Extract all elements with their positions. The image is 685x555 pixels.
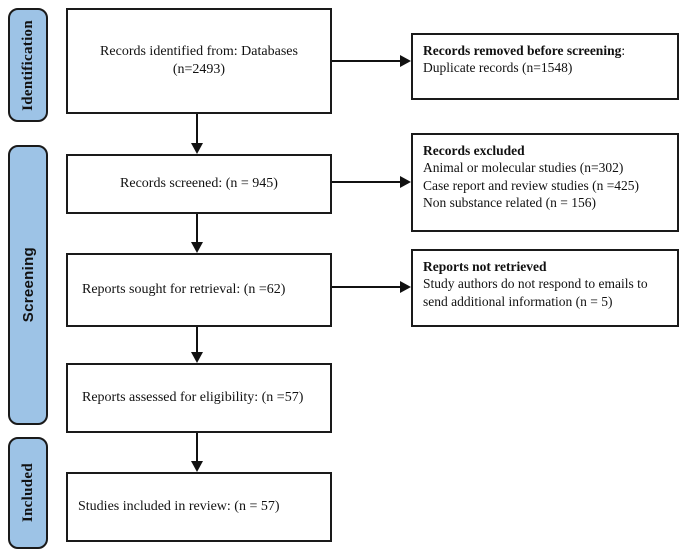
box-records-screened: Records screened: (n = 945) [66,154,332,214]
box-studies-included-text: Studies included in review: (n = 57) [78,498,280,514]
box-records-excluded-line3: Non substance related (n = 156) [423,194,596,210]
arrow-down-icon [191,143,203,154]
arrow-line [196,327,198,355]
arrow-line [332,60,401,62]
stage-identification-label: Identification [19,19,36,111]
box-records-excluded-line2: Case report and review studies (n =425) [423,177,640,193]
box-records-identified: Records identified from: Databases (n=24… [66,8,332,114]
box-records-excluded-line1: Animal or molecular studies (n=302) [423,160,624,176]
arrow-line [332,181,401,183]
box-records-identified-line1: Records identified from: Databases [100,43,298,59]
arrow-down-icon [191,461,203,472]
box-records-identified-line2: (n=2493) [172,62,226,77]
box-records-removed-body: Duplicate records (n=1548) [423,60,573,76]
stage-included-label: Included [19,463,36,523]
stage-screening-label: Screening [19,247,37,323]
box-reports-not-retrieved: Reports not retrieved Study authors do n… [411,249,679,327]
box-records-excluded: Records excluded Animal or molecular stu… [411,133,679,232]
arrow-down-icon [191,352,203,363]
arrow-line [196,214,198,245]
box-records-excluded-title: Records excluded [423,143,525,158]
box-records-screened-text: Records screened: (n = 945) [120,175,278,191]
arrow-right-icon [400,176,411,188]
arrow-right-icon [400,281,411,293]
arrow-right-icon [400,55,411,67]
box-studies-included: Studies included in review: (n = 57) [66,472,332,542]
box-reports-not-retrieved-title: Reports not retrieved [423,259,547,274]
box-records-removed: Records removed before screening: Duplic… [411,33,679,100]
stage-included: Included [8,437,48,549]
arrow-down-icon [191,242,203,253]
arrow-line [332,286,401,288]
box-reports-assessed-text: Reports assessed for eligibility: (n =57… [82,389,304,405]
arrow-line [196,433,198,464]
stage-screening: Screening [8,145,48,425]
box-reports-sought: Reports sought for retrieval: (n =62) [66,253,332,327]
stage-identification: Identification [8,8,48,122]
box-reports-sought-text: Reports sought for retrieval: (n =62) [82,281,286,297]
arrow-line [196,114,198,146]
box-records-removed-title: Records removed before screening: [423,43,626,58]
box-reports-assessed: Reports assessed for eligibility: (n =57… [66,363,332,433]
box-reports-not-retrieved-body: Study authors do not respond to emails t… [423,276,648,309]
